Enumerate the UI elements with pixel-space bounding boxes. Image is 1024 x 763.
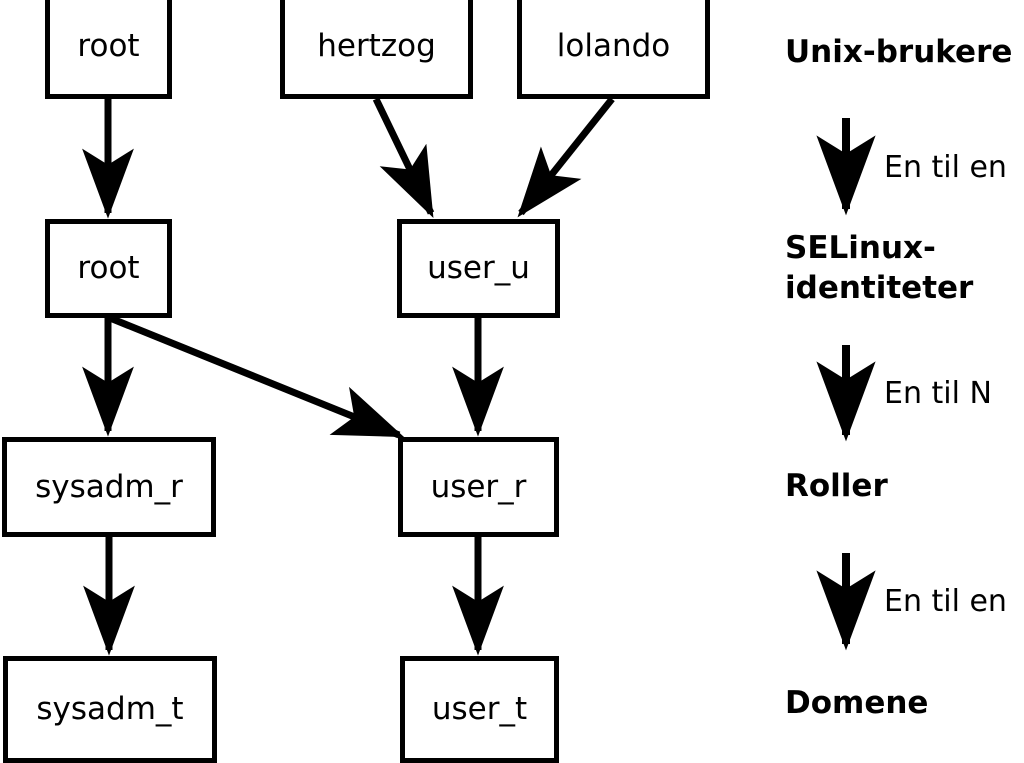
legend-heading-unix-brukere: Unix-brukere — [785, 34, 1013, 70]
node-unix-user-lolando[interactable]: lolando — [517, 0, 710, 99]
node-label: user_r — [430, 468, 527, 505]
node-role-user-r[interactable]: user_r — [398, 437, 559, 537]
edge-hertzog-to-user-u — [372, 97, 435, 219]
legend-arrow-label-one-to-one-upper: En til en — [884, 150, 1007, 185]
node-domain-sysadm-t[interactable]: sysadm_t — [3, 656, 217, 763]
node-selinux-identity-user-u[interactable]: user_u — [397, 219, 560, 318]
node-label: lolando — [556, 28, 671, 64]
legend-heading-roller: Roller — [785, 468, 888, 504]
legend-arrow-label-one-to-one-lower: En til en — [884, 584, 1007, 619]
node-label: sysadm_r — [35, 468, 183, 505]
node-label: hertzog — [317, 28, 436, 64]
node-label: user_t — [431, 691, 528, 727]
node-unix-user-root[interactable]: root — [45, 0, 172, 99]
node-label: user_u — [427, 250, 530, 286]
edge-lolando-to-user-u — [517, 96, 615, 218]
edge-root-to-user-r — [108, 314, 405, 439]
node-label: root — [77, 28, 140, 64]
node-label: root — [77, 250, 140, 286]
node-domain-user-t[interactable]: user_t — [400, 656, 559, 763]
legend-arrow-label-one-to-n: En til N — [884, 376, 992, 411]
node-label: sysadm_t — [36, 691, 184, 727]
node-unix-user-hertzog[interactable]: hertzog — [280, 0, 473, 99]
node-role-sysadm-r[interactable]: sysadm_r — [2, 437, 216, 537]
legend-heading-selinux-identiteter: SELinux- identiteter — [785, 230, 974, 306]
node-selinux-identity-root[interactable]: root — [45, 219, 172, 318]
legend-heading-domene: Domene — [785, 685, 929, 721]
